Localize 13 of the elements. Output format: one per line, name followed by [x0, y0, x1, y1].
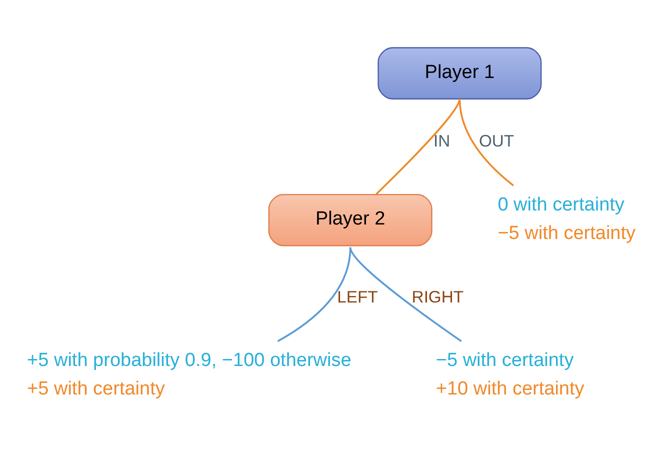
node-text: −5 with certainty +10 with certainty — [436, 350, 584, 400]
node-box: Player 1 — [378, 46, 542, 99]
connector — [349, 246, 462, 342]
edge-label: OUT — [478, 131, 514, 150]
connector — [376, 98, 461, 194]
node-box: Player 2 — [268, 193, 432, 246]
connector — [277, 246, 352, 342]
node-text: +5 with probability 0.9, −100 otherwise +5 with certainty — [27, 350, 352, 400]
connector — [458, 98, 514, 186]
edge-label: RIGHT — [412, 286, 464, 306]
node-text: 0 with certainty −5 with certainty — [498, 194, 636, 244]
edge-label: LEFT — [337, 286, 378, 306]
edge-label: IN — [434, 131, 450, 150]
